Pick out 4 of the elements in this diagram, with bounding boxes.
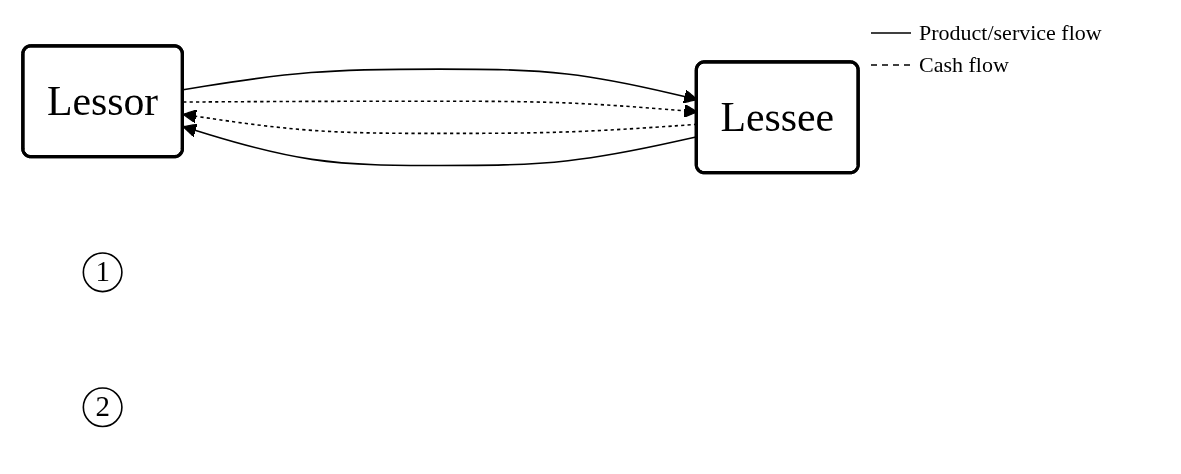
node-circle: 2 (82, 386, 123, 427)
legend-label: Product/service flow (919, 20, 1102, 46)
node-circle: 1 (82, 251, 123, 292)
legend-label: Cash flow (919, 52, 1009, 78)
